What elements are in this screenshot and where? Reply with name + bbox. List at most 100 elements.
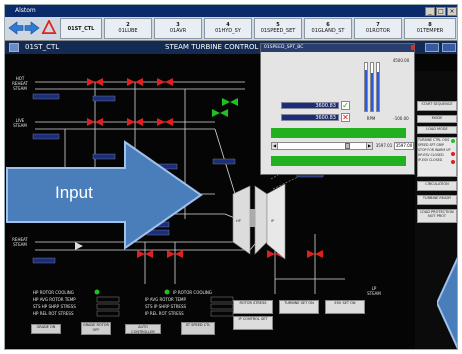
turbine-ready-button[interactable]: TURBINE READY (417, 195, 457, 205)
svg-text:HP: HP (236, 219, 241, 223)
esv-set-on-button[interactable]: ESV SET ON (325, 300, 365, 314)
dialog-close-icon[interactable] (411, 45, 415, 50)
speed-setpoint-display: 3600.83 (281, 114, 339, 121)
cancel-x-icon[interactable]: ✕ (341, 113, 350, 122)
gauge-bar-3 (376, 62, 380, 112)
print-button[interactable] (442, 43, 456, 52)
rpm-label: RPM (366, 116, 376, 121)
confirm-check-icon[interactable]: ✓ (341, 101, 350, 110)
lp-steam-label: LP STEAM (367, 286, 381, 296)
circulation-button[interactable]: CIRCULATION (417, 181, 457, 191)
gauge-min-label: -100.00 (393, 116, 409, 121)
menu-icon[interactable] (9, 43, 19, 52)
auto-controller-button[interactable]: AUTO CONTROLLER (125, 324, 161, 334)
rotor-stress-button[interactable]: ROTOR STRESS (233, 300, 273, 314)
slider-value: 3597.01 (375, 143, 393, 148)
status-item: TURBINE CTRL OOS (418, 138, 450, 142)
tab-number: 4 (226, 22, 230, 28)
tab-number: 7 (376, 22, 380, 28)
window-title: Alstom (15, 7, 36, 14)
slider-thumb[interactable] (344, 143, 350, 149)
ip-sharp-stress-label: STS IP SHRP STRESS (145, 304, 187, 309)
minimize-button[interactable]: _ (425, 6, 435, 16)
tab-label: 01AVR (169, 28, 187, 34)
tab-label: 01ST_CTL (67, 26, 95, 32)
tab-number: 8 (428, 22, 432, 28)
status-alarm-dot (451, 160, 455, 164)
mode-button[interactable]: MODE (417, 115, 457, 123)
st-speed-ctl-button[interactable]: ST SPEED CTL (181, 322, 215, 335)
status-item: SPEED SPT GRIP (418, 143, 444, 147)
speed-value-display: 3600.83 (281, 102, 339, 109)
dialog-title: 01SPEED_SPT_BC (261, 44, 414, 52)
setpoint-input[interactable]: 3597.00 (394, 142, 414, 150)
input-callout-label: Input (55, 183, 93, 202)
ip-avg-rotor-temp-label: IP AVG ROTOR TEMP (145, 297, 186, 302)
ip-control-set-button[interactable]: IP CONTROL SET (233, 316, 273, 330)
tab-label: 01LUBE (118, 28, 138, 34)
tab-label: 01GLAND_ST (311, 28, 345, 34)
right-panel: START SEQUENCE MODE LOAD MODE TURBINE CT… (415, 71, 457, 349)
tab-label: 01SPEED_SET (260, 28, 296, 34)
forward-arrow-icon[interactable] (24, 21, 40, 35)
gauge-bar-2 (370, 62, 374, 112)
status-bar-2 (271, 156, 406, 166)
alarm-triangle-icon[interactable] (41, 20, 57, 34)
maximize-button[interactable]: □ (436, 6, 446, 16)
input-callout-arrow (6, 140, 203, 250)
start-sequence-button[interactable]: START SEQUENCE (417, 101, 457, 111)
turbine-set-on-button[interactable]: TURBINE SET ON (279, 300, 319, 314)
tab-label: 01HYD_SY (215, 28, 241, 34)
hot-reheat-label: HOT REHEAT STEAM (12, 76, 28, 91)
live-steam-label: LIVE STEAM (13, 118, 27, 128)
status-bar-1 (271, 128, 406, 138)
back-arrow-icon[interactable] (8, 21, 24, 35)
gauge-bar-1 (364, 62, 368, 112)
status-item: HP-ESV CLOSED (418, 153, 444, 157)
gauge-max-label: 4500.00 (392, 58, 410, 63)
turbine-status-list: TURBINE CTRL OOS SPEED SPT GRIP STOP FOR… (417, 137, 457, 177)
ip-rel-rot-stress-label: IP REL ROT STRESS (145, 311, 184, 316)
status-item: IP-ESV CLOSED (418, 158, 443, 162)
output-callout-arrow (437, 256, 457, 349)
reheat-steam-label: REHEAT STEAM (12, 237, 28, 247)
hp-avg-rotor-temp-label: HP AVG ROTOR TEMP (33, 297, 76, 302)
page-name: 01ST_CTL (25, 43, 60, 51)
close-button[interactable]: × (447, 6, 457, 16)
status-alarm-dot (451, 152, 455, 156)
tab-label: 01ROTOR (365, 28, 391, 34)
tab-label: 01TEMPER (416, 28, 444, 34)
status-ok-dot (451, 139, 455, 143)
tab-number: 5 (276, 22, 280, 28)
ip-rotor-cooling-label: IP ROTOR COOLING (173, 290, 213, 295)
load-protection-button[interactable]: LOAD PROTECTION NOT PROT (417, 209, 457, 223)
status-item: STOP FOR WARM UP (418, 148, 451, 152)
hp-rel-rot-stress-label: HP REL ROT STRESS (33, 311, 74, 316)
hp-rotor-cooling-label: HP ROTOR COOLING (33, 290, 74, 295)
speed-setpoint-dialog: 01SPEED_SPT_BC 3600.83 3600.83 ✓ ✕ 4500.… (260, 43, 415, 175)
zoom-button[interactable] (425, 43, 439, 52)
page-title: STEAM TURBINE CONTROL (165, 43, 259, 51)
grade-rotor-off-button[interactable]: GRADE ROTOR OFF (81, 322, 111, 335)
speed-slider[interactable]: ◀ ▶ (271, 142, 373, 150)
tab-number: 6 (326, 22, 330, 28)
slider-left-arrow-icon[interactable]: ◀ (272, 143, 278, 149)
svg-text:IP: IP (271, 219, 274, 223)
tab-number: 2 (126, 22, 130, 28)
slider-right-arrow-icon[interactable]: ▶ (366, 143, 372, 149)
load-mode-button[interactable]: LOAD MODE (417, 126, 457, 134)
window-titlebar: Alstom (5, 5, 457, 17)
grade-on-button[interactable]: GRADE ON (31, 324, 61, 334)
tab-01st-ctl[interactable]: 01ST_CTL (60, 18, 102, 39)
tab-number: 3 (176, 22, 180, 28)
